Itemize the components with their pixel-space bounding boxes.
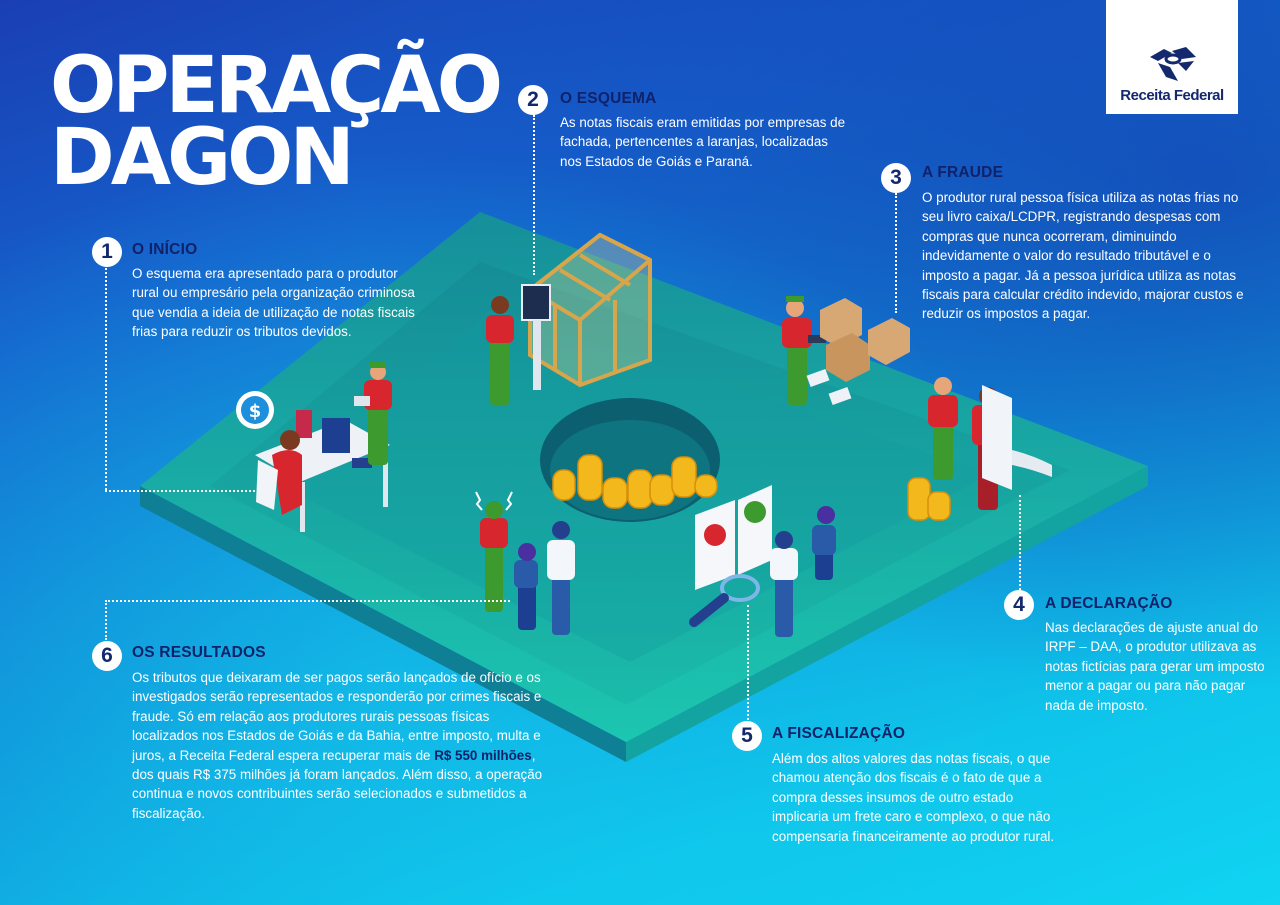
body-text: Os tributos que deixaram de ser pagos se… bbox=[132, 670, 542, 763]
section-body: O esquema era apresentado para o produto… bbox=[132, 266, 415, 340]
step-badge: 2 bbox=[518, 85, 548, 115]
connector-line bbox=[895, 193, 897, 313]
recovery-amount-highlight: R$ 550 milhões bbox=[434, 747, 532, 763]
step-badge: 6 bbox=[92, 641, 122, 671]
farmer-with-tablet bbox=[354, 362, 392, 465]
section-body: Além dos altos valores das notas fiscais… bbox=[772, 751, 1055, 844]
receipt-scroll bbox=[982, 385, 1052, 490]
hole-with-gold-coins bbox=[540, 398, 720, 522]
connector-line bbox=[105, 490, 255, 492]
svg-text:$: $ bbox=[249, 401, 262, 422]
page-title: OPERAÇÃO DAGON bbox=[50, 41, 503, 203]
section-body: Os tributos que deixaram de ser pagos se… bbox=[132, 668, 552, 823]
dollar-speech-bubble-icon: $ bbox=[236, 391, 274, 429]
body-text: , dos quais R$ 375 milhões já foram lanç… bbox=[132, 747, 543, 821]
coin-stacks bbox=[907, 477, 951, 521]
section-title: A FISCALIZAÇÃO bbox=[772, 725, 906, 742]
section-body: O produtor rural pessoa física utiliza a… bbox=[922, 190, 1244, 322]
profile-documents bbox=[695, 485, 772, 590]
connector-line bbox=[105, 600, 510, 602]
section-title: A DECLARAÇÃO bbox=[1045, 595, 1173, 612]
step-badge: 5 bbox=[732, 721, 762, 751]
step-badge: 1 bbox=[92, 237, 122, 267]
title-line-1: OPERAÇÃO bbox=[50, 41, 503, 131]
section-body: Nas declarações de ajuste anual do IRPF … bbox=[1045, 620, 1265, 713]
receita-federal-emblem-icon bbox=[1150, 47, 1196, 81]
connector-line bbox=[533, 115, 535, 275]
cardboard-boxes bbox=[806, 298, 910, 406]
section-title: O ESQUEMA bbox=[560, 90, 657, 107]
magnifying-glass bbox=[689, 574, 760, 627]
title-line-2: DAGON bbox=[50, 113, 355, 203]
wooden-house-frame bbox=[528, 232, 652, 388]
connector-line bbox=[747, 605, 749, 720]
receita-federal-logo: Receita Federal bbox=[1106, 0, 1238, 114]
connector-line bbox=[105, 600, 107, 640]
section-title: O INÍCIO bbox=[132, 241, 198, 258]
stressed-farmer-with-officials bbox=[475, 491, 575, 635]
step-badge: 4 bbox=[1004, 590, 1034, 620]
section-title: OS RESULTADOS bbox=[132, 644, 266, 661]
farmer-with-boxes bbox=[782, 296, 826, 405]
worker-at-blueprint-screen bbox=[486, 284, 551, 405]
step-badge: 3 bbox=[881, 163, 911, 193]
logo-text: Receita Federal bbox=[1120, 87, 1224, 104]
section-title: A FRAUDE bbox=[922, 164, 1004, 181]
section-body: As notas fiscais eram emitidas por empre… bbox=[560, 115, 846, 169]
auditors-examining bbox=[770, 506, 836, 637]
connector-line bbox=[1019, 495, 1021, 590]
office-desk-with-computer bbox=[255, 410, 390, 532]
connector-line bbox=[105, 265, 107, 490]
